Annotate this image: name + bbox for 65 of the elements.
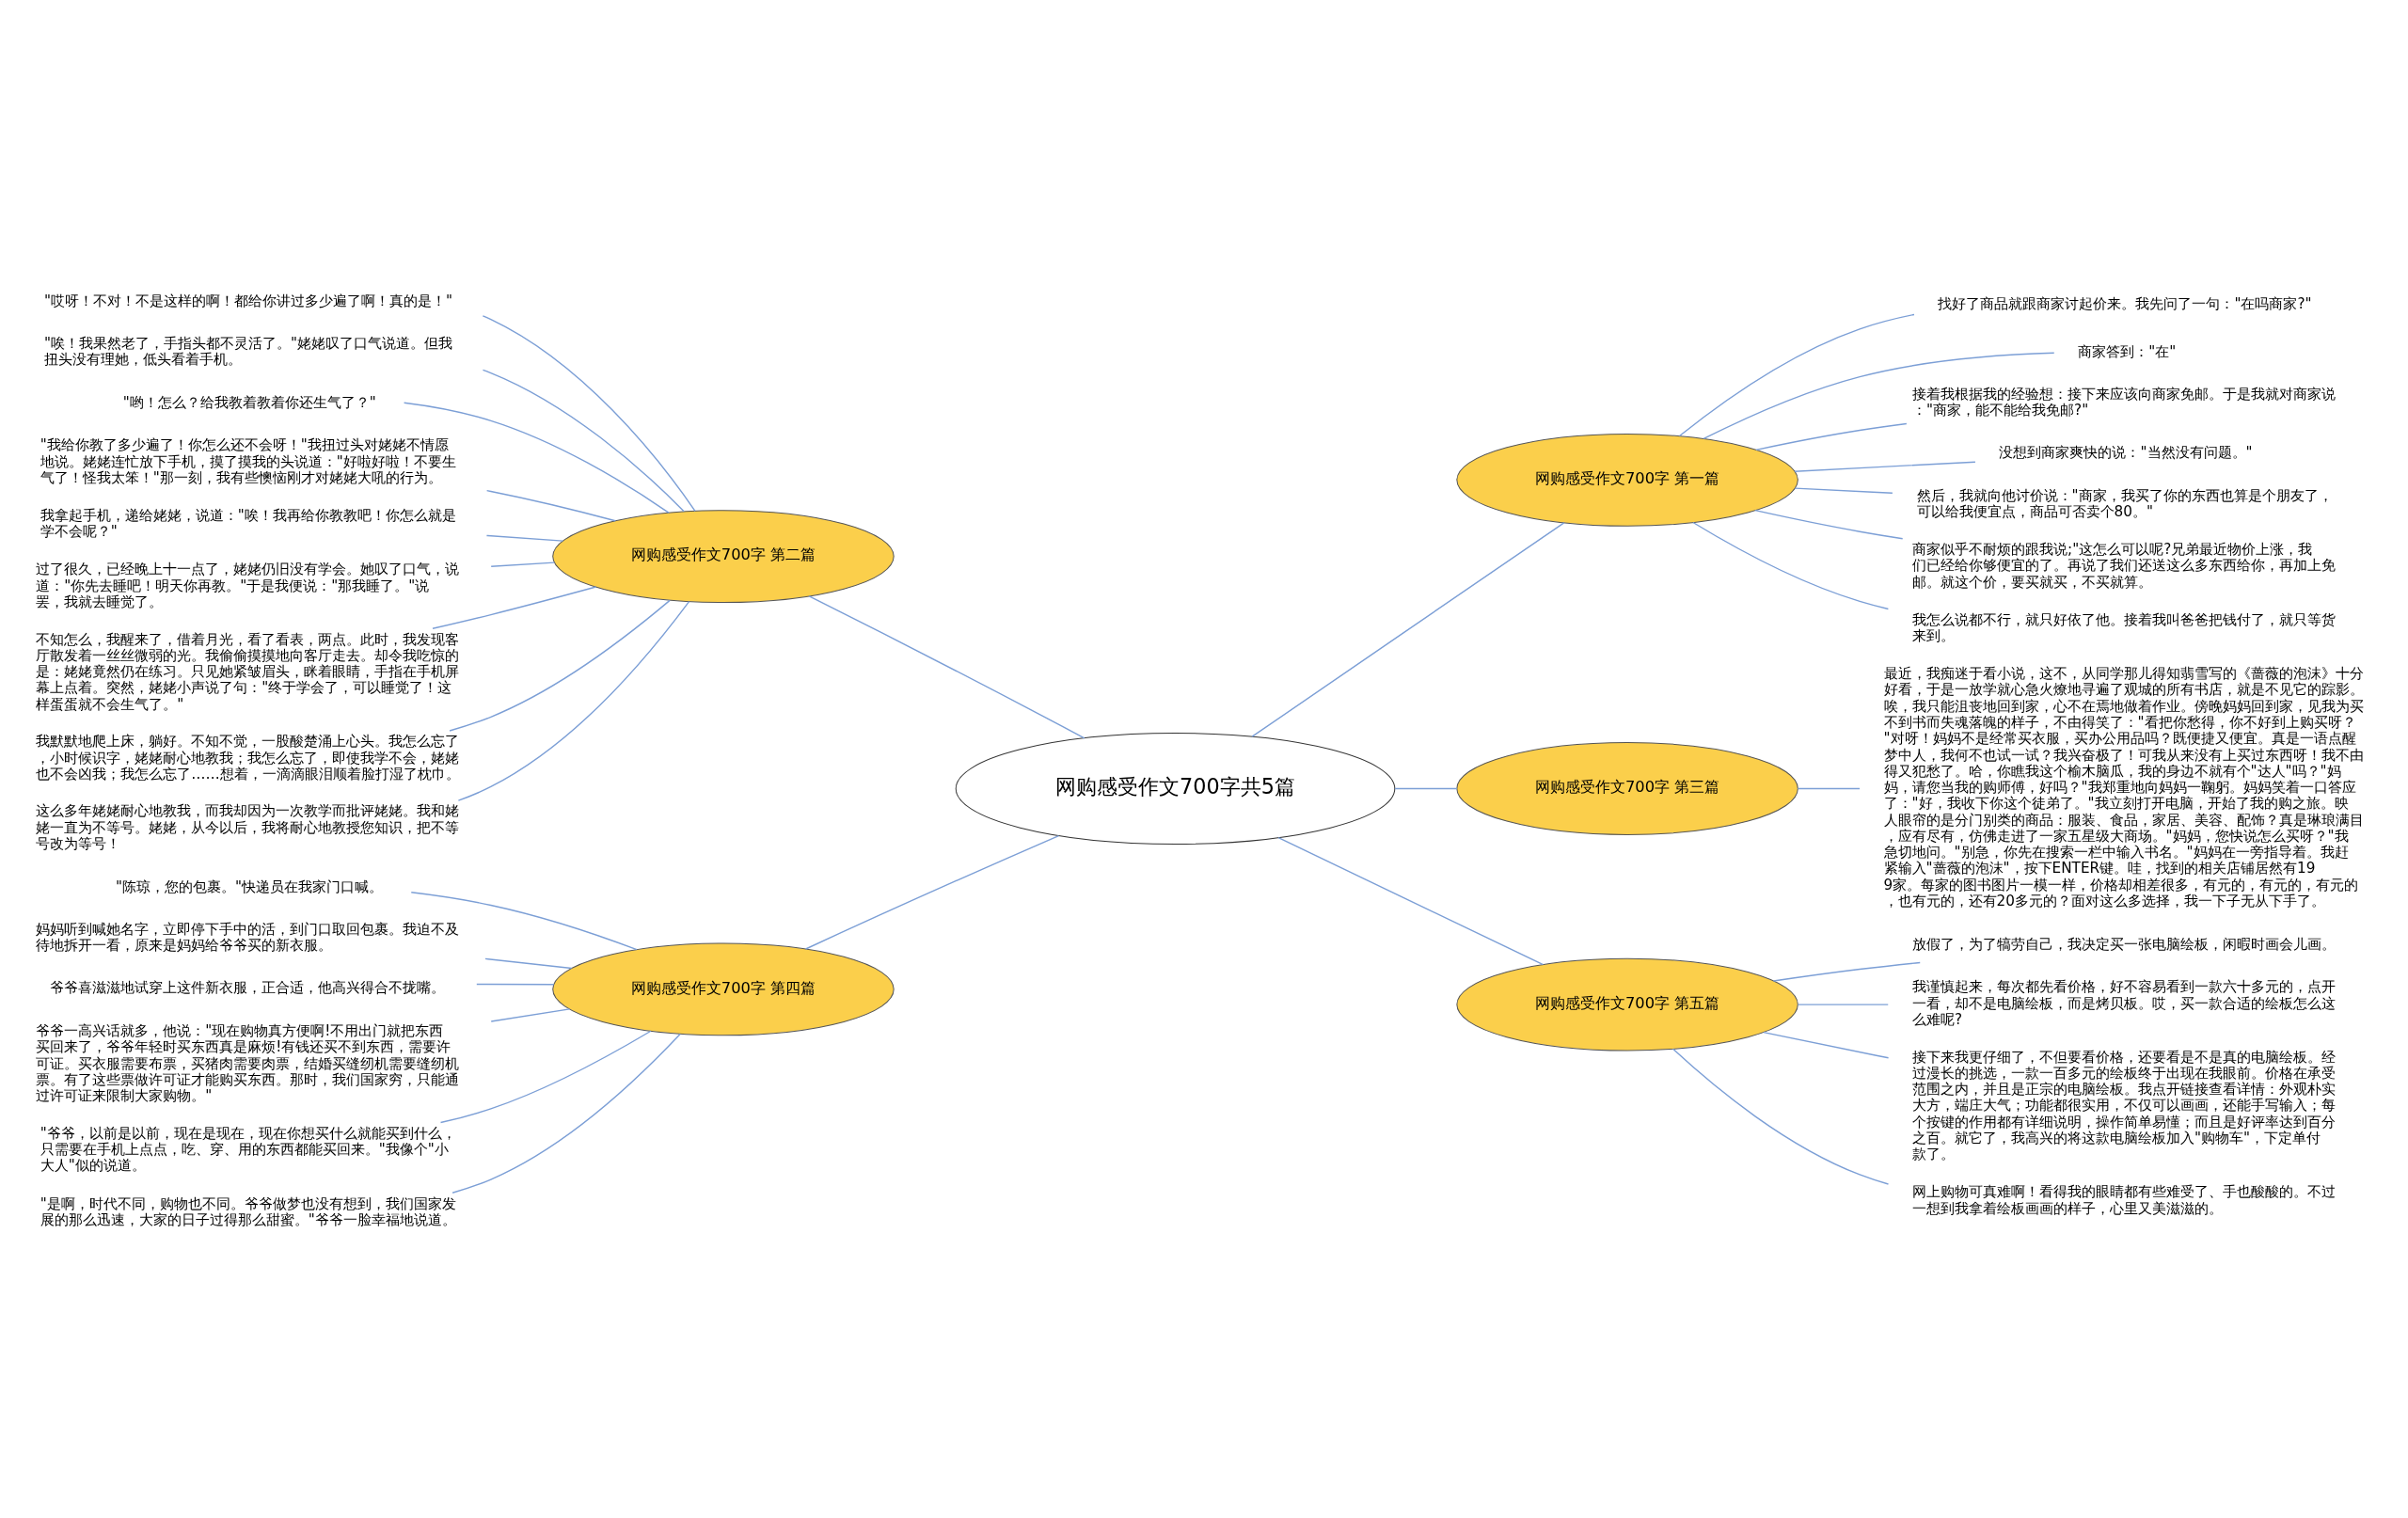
node-ellipse: 网购感受作文700字 第二篇	[552, 510, 895, 604]
node-text: 商家似乎不耐烦的跟我说;"这怎么可以呢?兄弟最近物价上涨，我们已经给你够便宜的了。再说了我们还送这么多东西给你，再加上免邮。就这个价，要买就买，不买就算。	[1912, 541, 2337, 591]
connector	[439, 1030, 652, 1124]
node-text: "哎呀！不对！不是这样的啊！都给你讲过多少遍了啊！真的是！"	[43, 292, 452, 309]
connector	[449, 599, 671, 732]
connector	[1251, 522, 1565, 737]
node-text: 爷爷喜滋滋地试穿上这件新衣服，正合适，他高兴得合不拢嘴。	[50, 979, 446, 997]
node-text: "是啊，时代不同，购物也不同。爷爷做梦也没有想到，我们国家发展的那么迅速，大家的日子过得那么甜蜜。"爷爷一脸幸福地说道。	[40, 1194, 456, 1228]
connector	[432, 586, 597, 629]
node-text: 商家答到："在"	[2078, 342, 2177, 360]
node-text: 最近，我痴迷于看小说，这不，从同学那儿得知翡雪写的《蔷薇的泡沫》十分好看，于是一放学就心急火燎地寻遍了观城的所有书店，就是不见它的踪影。唉，我只能沮丧地回到家，心不在焉地做着作业。傍晚妈妈回到家，见我为买不到书而失魂落魄的样子，不由得笑了："看把你愁得，你不好到上购买呀？"对呀！妈妈不是经常买衣服，买办公用品吗？既便捷又便宜。真是一语点醒梦中人，我何不也试一试？我兴奋极了！可我从来没有上买过东西呀！我不由得又犯愁了。哈，你瞧我这个榆木脑瓜，我的身边不就有个"达人"吗？"妈妈，请您当我的购师傅，好吗？"我郑重地向妈妈一鞠躬。妈妈笑着一口答应了："好，我收下你这个徒弟了。"我立刻打开电脑，开始了我的购之旅。映人眼帘的是分门别类的商品：服装、食品，家居、美容、配饰？真是琳琅满目，应有尽有，仿佛走进了一家五星级大商场。"妈妈，您快说怎么买呀？"我急切地问。"别急，你先在搜索一栏中输入书名。"妈妈在一旁指导着。我赶紧输入"蔷薇的泡沫"，按下ENTER键。哇，找到的相关店铺居然有199家。每家的图书图片一模一样，价格却相差很多，有元的，有元的，有元的，也有元的，还有20多元的？面对这么多选择，我一下子无从下手了。	[1883, 665, 2364, 909]
connector	[1797, 787, 1861, 790]
node-ellipse: 网购感受作文700字 第四篇	[552, 942, 895, 1036]
node-text: 我拿起手机，递给姥姥，说道："唉！我再给你教教吧！你怎么就是学不会呢？"	[40, 507, 456, 541]
connector	[1772, 961, 1921, 982]
node-text: 这么多年姥姥耐心地教我，而我却因为一次教学而批评姥姥。我和姥姥一直为不等号。姥姥，从今以后，我将耐心地教授您知识，把不等号改为等号！	[36, 802, 460, 852]
node-text: 我默默地爬上床，躺好。不知不觉，一股酸楚涌上心头。我怎么忘了，小时候识字，姥姥耐心地教我；我怎么忘了，即使我学不会，姥姥也不会凶我；我怎么忘了……想着，一滴滴眼泪顺着脸打湿了枕巾。	[36, 733, 460, 783]
connector	[476, 983, 555, 986]
node-text: 然后，我就向他讨价说："商家，我买了你的东西也算是个朋友了，可以给我便宜点，商品可否卖个80。"	[1916, 486, 2333, 520]
node-text: 找好了商品就跟商家讨起价来。我先问了一句："在吗商家?"	[1938, 294, 2312, 312]
connector	[1754, 509, 1904, 540]
node-text: 我谨慎起来，每次都先看价格，好不容易看到一款六十多元的，点开一看，却不是电脑绘板，而是烤贝板。哎，买一款合适的绘板怎么这么难呢?	[1912, 978, 2337, 1028]
node-text: 爷爷一高兴话就多，他说："现在购物真方便啊!不用出门就把东西买回来了，爷爷年轻时买东西真是麻烦!有钱还买不到东西，需要许可证。买衣服需要布票，买猪肉需要肉票，结婚买缝纫机需要缝纫机票。有了这些票做许可证才能购买东西。那时，我们国家穷，只能通过许可证来限制大家购物。"	[36, 1022, 460, 1105]
connector	[1671, 1048, 1890, 1185]
connector	[403, 402, 670, 514]
node-ellipse: 网购感受作文700字 第一篇	[1456, 433, 1798, 527]
node-text: 我怎么说都不行，就只好依了他。接着我叫爸爸把钱付了，就只等货来到。	[1912, 610, 2337, 645]
node-text: 不知怎么，我醒来了，借着月光，看了看表，两点。此时，我发现客厅散发着一丝丝微弱的光。我偷偷摸摸地向客厅走去。却令我吃惊的是：姥姥竟然仍在练习。只见她紧皱眉头，眯着眼睛，手指在手机屏幕上点着。突然，姥姥小声说了句："终于学会了，可以睡觉了！这样蛋蛋就不会生气了。"	[36, 630, 460, 713]
node-text: "哟！怎么？给我教着教着你还生气了？"	[122, 393, 376, 411]
connector	[1794, 487, 1893, 495]
connector	[1678, 313, 1915, 437]
connector	[452, 1033, 681, 1194]
connector	[1755, 422, 1908, 451]
connector	[482, 369, 685, 513]
connector	[490, 1008, 571, 1022]
node-ellipse: 网购感受作文700字 第五篇	[1456, 957, 1798, 1052]
node-ellipse: 网购感受作文700字共5篇	[955, 733, 1396, 845]
node-text: 网上购物可真难啊！看得我的眼睛都有些难受了、手也酸酸的。不过一想到我拿着绘板画画的样子，心里又美滋滋的。	[1912, 1183, 2337, 1217]
node-text: 接下来我更仔细了，不但要看价格，还要看是不是真的电脑绘板。经过漫长的挑选，一款一百多元的绘板终于出现在我眼前。价格在承受范围之内，并且是正宗的电脑绘板。我点开链接查看详情：外观朴实大方，端庄大气；功能都很实用，不仅可以画画，还能手写输入；每个按键的作用都有详细说明，操作简单易懂；而且是好评率达到百分之百。就它了，我高兴的将这款电脑绘板加入"购物车"，下定单付款了。	[1912, 1048, 2337, 1163]
node-text: "陈琼，您的包裹。"快递员在我家门口喊。	[116, 878, 384, 895]
connector	[485, 489, 616, 522]
connector	[804, 834, 1060, 950]
connector	[1703, 352, 2055, 440]
node-text: 妈妈听到喊她名字，立即停下手中的活，到门口取回包裹。我迫不及待地拆开一看，原来是妈妈给爷爷买的新衣服。	[36, 920, 460, 955]
connector	[485, 534, 563, 542]
node-text: 放假了，为了犒劳自己，我决定买一张电脑绘板，闲暇时画会儿画。	[1912, 935, 2337, 953]
connector	[490, 561, 556, 567]
node-ellipse: 网购感受作文700字 第三篇	[1456, 742, 1798, 835]
node-text: "我给你教了多少遍了！你怎么还不会呀！"我扭过头对姥姥不情愿地说。姥姥连忙放下手机，摸了摸我的头说道："好啦好啦！不要生气了！怪我太笨！"那一刻，我有些懊恼刚才对姥姥大吼的行为。	[40, 436, 456, 486]
connector	[1277, 836, 1545, 966]
connector	[457, 600, 690, 801]
connector	[482, 315, 696, 512]
connector	[1797, 1004, 1889, 1005]
connector	[1692, 521, 1890, 610]
node-text: "唉！我果然老了，手指头都不灵活了。"姥姥叹了口气说道。但我扭头没有理她，低头看着手机。	[43, 335, 452, 369]
connector	[410, 892, 638, 951]
connector	[1394, 787, 1458, 790]
connector	[484, 957, 573, 970]
connector	[1794, 461, 1976, 472]
node-text: 过了很久，已经晚上十一点了，姥姥仍旧没有学会。她叹了口气，说道："你先去睡吧！明天你再教。"于是我便说："那我睡了。"说罢，我就去睡觉了。	[36, 561, 460, 610]
connector	[808, 595, 1085, 739]
node-text: 没想到商家爽快的说："当然没有问题。"	[1999, 444, 2253, 462]
node-text: 接着我根据我的经验想：接下来应该向商家免邮。于是我就对商家说："商家，能不能给我免邮?"	[1912, 385, 2337, 419]
connector	[1763, 1031, 1890, 1059]
node-text: "爷爷，以前是以前，现在是现在，现在你想买什么就能买到什么，只需要在手机上点点，吃、穿、用的东西都能买回来。"我像个"小大人"似的说道。	[40, 1124, 456, 1175]
